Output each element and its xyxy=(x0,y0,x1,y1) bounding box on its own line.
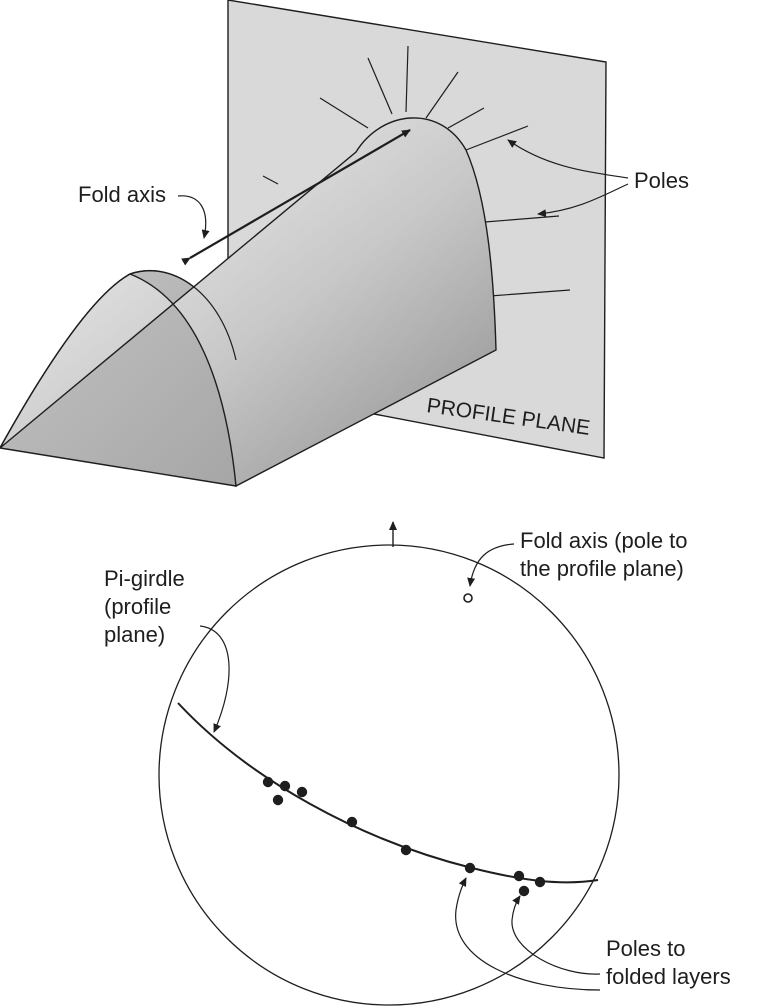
pole-point xyxy=(534,876,546,888)
pole-line xyxy=(319,97,369,129)
fold-axis-pole-label-1: Fold axis (pole to xyxy=(520,528,688,553)
fold-near-edge xyxy=(0,270,237,449)
stereonet: Pi-girdle (profile plane) Fold axis (pol… xyxy=(104,521,731,1006)
poles-leader-lower xyxy=(537,183,629,218)
fold-axis-pole-label-2: the profile plane) xyxy=(520,556,684,581)
pole-line xyxy=(405,45,409,113)
pole-line xyxy=(425,71,459,119)
pole-point xyxy=(296,786,308,798)
pole-point xyxy=(464,862,476,874)
fold-axis-point xyxy=(463,593,473,603)
fold-axis-arrow xyxy=(181,129,411,266)
fold-block-diagram: Fold axis Poles PROFILE PLANE xyxy=(0,0,689,488)
pole-point xyxy=(346,816,358,828)
pi-girdle-label-2: (profile xyxy=(104,594,171,619)
pole-point xyxy=(518,885,530,897)
poles-to-layers-label-2: folded layers xyxy=(606,964,731,989)
pole-point xyxy=(262,776,274,788)
pole-line xyxy=(447,107,485,129)
fold-axis-leader xyxy=(177,195,210,239)
pi-girdle-leader xyxy=(199,625,230,733)
poles-to-layers-leader-2 xyxy=(511,895,601,975)
fold-axis-label: Fold axis xyxy=(78,182,166,207)
pole-point xyxy=(272,794,284,806)
pole-line xyxy=(489,289,571,297)
pole-line xyxy=(484,215,560,223)
pole-point xyxy=(400,844,412,856)
pole-point xyxy=(279,780,291,792)
pole-line xyxy=(367,57,393,115)
pole-lines xyxy=(262,45,571,297)
poles-leader-upper xyxy=(507,139,629,179)
poles-label: Poles xyxy=(634,168,689,193)
primitive-circle xyxy=(158,544,620,1006)
poles-to-layers-label-1: Poles to xyxy=(606,936,686,961)
pole-point xyxy=(513,870,525,882)
pole-line xyxy=(465,125,529,151)
poles-to-layers-leader-1 xyxy=(455,877,601,991)
pole-points xyxy=(262,776,546,897)
pi-girdle-curve xyxy=(177,702,599,884)
pi-girdle-label-1: Pi-girdle xyxy=(104,566,185,591)
pi-girdle-label-3: plane) xyxy=(104,622,165,647)
fold-axis-pole-leader xyxy=(467,543,515,587)
